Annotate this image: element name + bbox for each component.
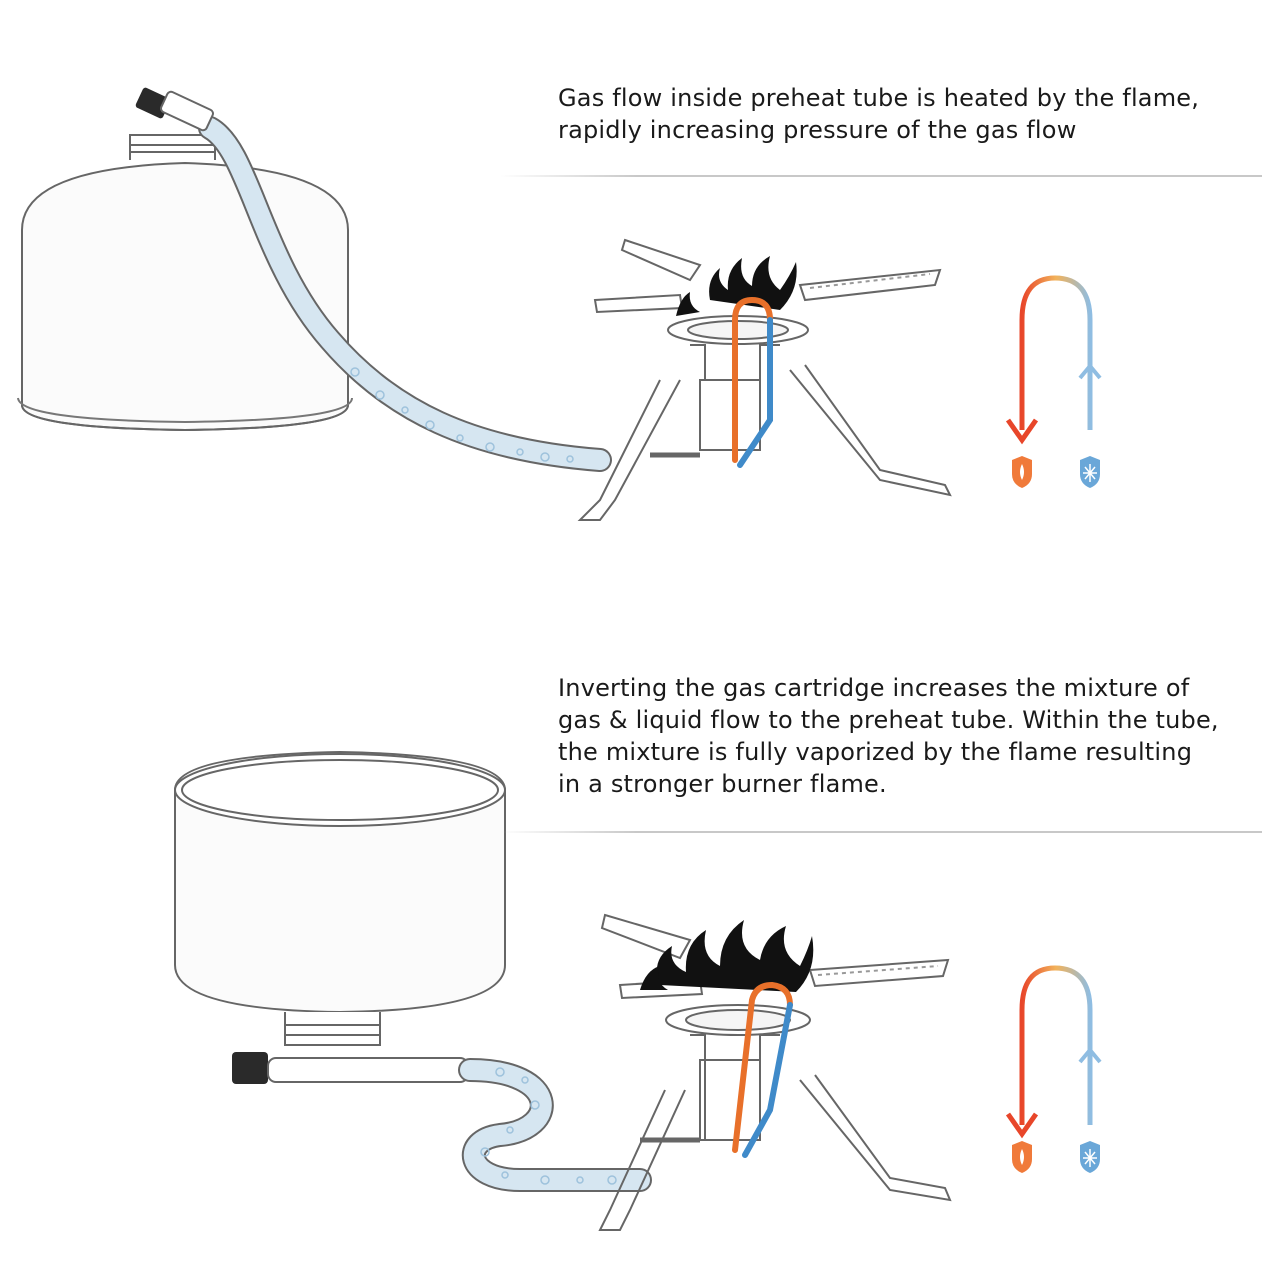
preheat-tube <box>732 296 773 468</box>
divider-line <box>500 175 1262 177</box>
preheat-tube <box>732 981 793 1158</box>
snowflake-shield-icon <box>1080 456 1100 488</box>
snowflake-shield-icon <box>1080 1141 1100 1173</box>
divider-line <box>500 831 1262 833</box>
gas-cartridge-inverted <box>174 750 506 1046</box>
flame-shield-icon <box>1012 456 1032 488</box>
flow-direction-legend <box>1005 965 1102 1139</box>
fuel-hose <box>232 1052 652 1192</box>
flow-direction-legend <box>1005 275 1102 445</box>
caption-line: the mixture is fully vaporized by the fl… <box>558 738 1193 766</box>
caption-line: Inverting the gas cartridge increases th… <box>558 674 1190 702</box>
inverted-cartridge-scene <box>174 750 1102 1231</box>
caption-line: in a stronger burner flame. <box>558 770 887 798</box>
diagram-panel-inverted: Inverting the gas cartridge increases th… <box>0 640 1280 1280</box>
camping-stove <box>598 913 952 1231</box>
caption-line: Gas flow inside preheat tube is heated b… <box>558 84 1200 112</box>
burner-flame <box>676 256 797 316</box>
fuel-hose <box>135 87 612 472</box>
diagram-panel-upright: Gas flow inside preheat tube is heated b… <box>0 0 1280 620</box>
upright-cartridge-scene <box>17 87 1102 521</box>
upright-caption: Gas flow inside preheat tube is heated b… <box>558 82 1258 146</box>
caption-line: gas & liquid flow to the preheat tube. W… <box>558 706 1219 734</box>
flame-shield-icon <box>1012 1141 1032 1173</box>
caption-line: rapidly increasing pressure of the gas f… <box>558 116 1077 144</box>
burner-flame <box>640 920 814 992</box>
inverted-caption: Inverting the gas cartridge increases th… <box>558 672 1258 800</box>
